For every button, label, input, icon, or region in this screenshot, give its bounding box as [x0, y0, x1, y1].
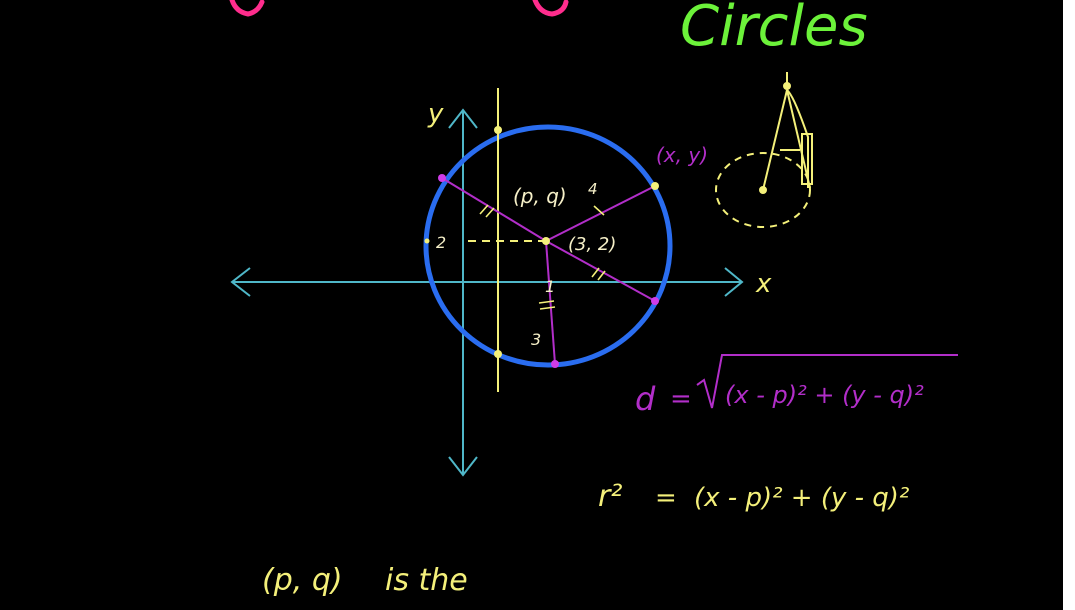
distance-formula-rhs: (x - p)² + (y - q)² — [725, 381, 924, 409]
intersection-dot-bottom — [494, 350, 502, 358]
intersection-dot-top — [494, 126, 502, 134]
circle-equation-rhs: (x - p)² + (y - q)² — [694, 483, 909, 513]
note-text-part1: (p, q) — [262, 563, 343, 598]
y-axis-label: y — [427, 99, 444, 129]
y-tick-label: 2 — [436, 233, 446, 252]
x-axis — [230, 267, 744, 297]
radius-end-bottom — [551, 360, 559, 368]
center-label-value: (3, 2) — [568, 234, 616, 255]
circle-equation-equals: = — [655, 483, 677, 513]
y-axis — [448, 108, 478, 477]
note-text-part2: is the — [385, 563, 468, 598]
distance-formula-lhs: d — [635, 380, 656, 418]
page-title: Circles — [680, 0, 868, 59]
compass-drawing-icon — [715, 72, 813, 228]
radius-end-upper-left — [438, 174, 446, 182]
y-tick-dot — [424, 238, 430, 244]
point-label: (x, y) — [656, 143, 708, 167]
equal-tick-marks — [479, 204, 606, 310]
circle-equation-lhs: r² — [598, 479, 622, 514]
center-label-generic: (p, q) — [513, 184, 567, 208]
x-axis-label: x — [755, 269, 772, 299]
distance-formula-equals: = — [670, 384, 692, 414]
radius-label-four: 4 — [588, 180, 598, 198]
radius-end-upper-right — [651, 182, 659, 190]
radius-end-lower-right — [651, 297, 659, 305]
title-fragment-right — [532, 0, 569, 17]
x-tick-label: 1 — [545, 277, 555, 296]
title-fragment-left — [229, 0, 265, 17]
square-root-sign — [696, 354, 958, 409]
center-point — [542, 237, 550, 245]
radius-lines — [441, 177, 656, 365]
radius-label-three: 3 — [531, 330, 541, 349]
circle-outline — [423, 124, 673, 368]
